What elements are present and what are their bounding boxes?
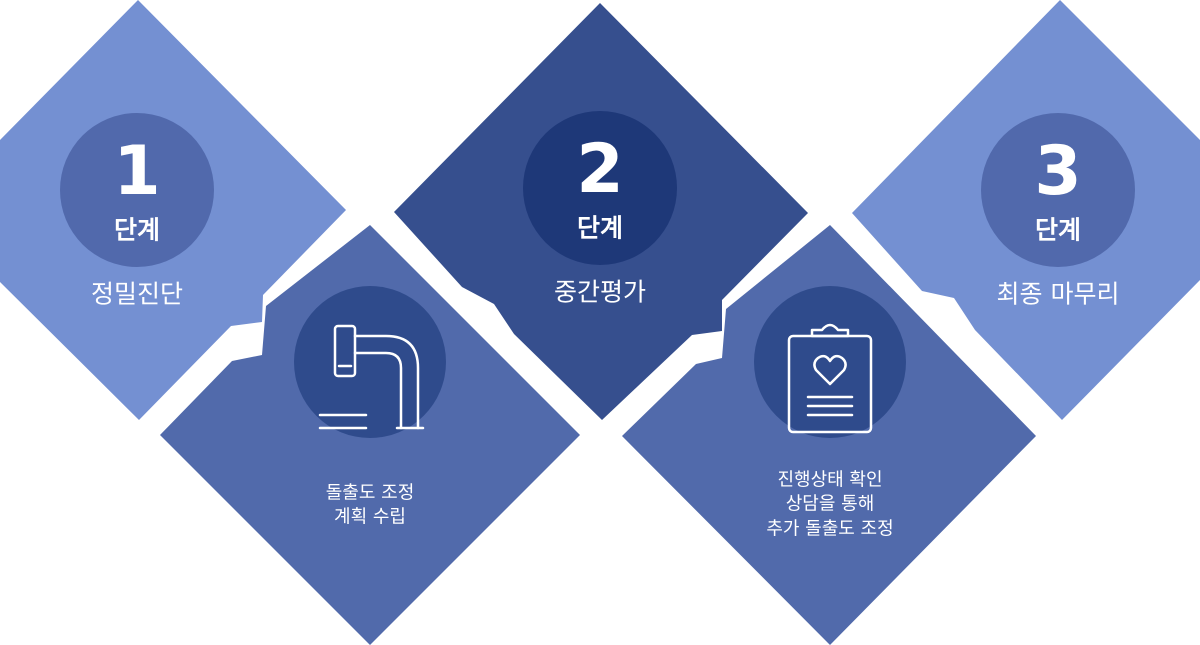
sub-step-2-line-2: 상담을 통해 [785,493,875,515]
stage-3-title: 최종 마무리 [996,279,1120,309]
stage-2-step-label: 단계 [576,213,624,243]
stage-2-number: 2 [576,130,624,209]
sub-step-1-line-1: 돌출도 조정 [325,482,415,504]
sub-step-1-description: 돌출도 조정 계획 수립 [326,482,415,531]
stage-1-title: 정밀진단 [90,279,184,309]
stage-1-step-label: 단계 [113,215,161,245]
sub-step-2-line-1: 진행상태 확인 [777,469,883,491]
stage-1-circle [60,113,214,267]
sub-step-1-circle [294,286,446,438]
sub-step-1-line-2: 계획 수립 [334,507,406,528]
stage-3-circle [981,113,1135,267]
clipboard-heart-icon [787,323,873,434]
stage-2-title: 중간평가 [553,277,647,307]
stage-1-number: 1 [113,132,161,211]
stage-3-number: 3 [1034,132,1082,211]
stage-2-circle [523,111,677,265]
sub-step-2-description: 진행상태 확인 상담을 통해 추가 돌출도 조정 [766,469,893,542]
sub-step-2-line-3: 추가 돌출도 조정 [766,518,894,540]
stage-3-step-label: 단계 [1034,215,1082,245]
microscope-icon [318,324,425,430]
